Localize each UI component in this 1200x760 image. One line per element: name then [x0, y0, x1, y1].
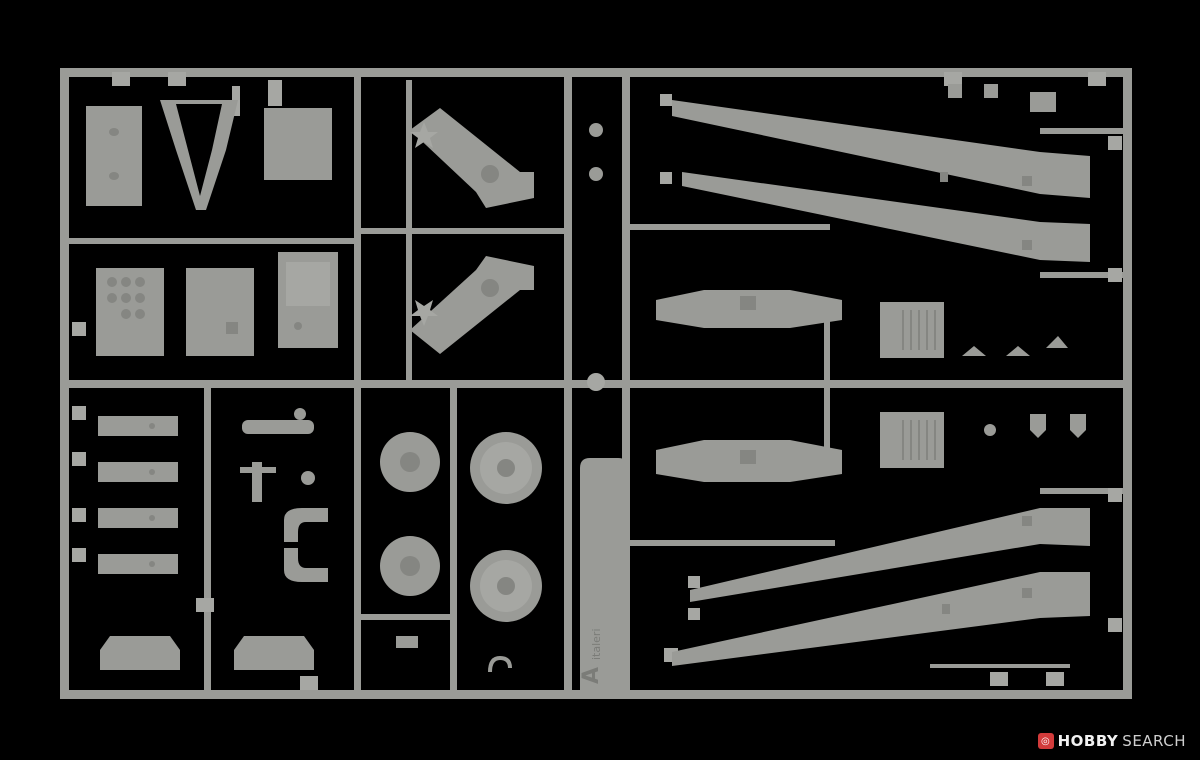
hobbysearch-watermark: ◎ HOBBY SEARCH — [1037, 732, 1186, 750]
wheel-parts — [380, 432, 542, 622]
grille-parts — [880, 84, 1086, 468]
watermark-brand-primary: HOBBY — [1057, 732, 1119, 750]
sprue-tag-letter: A — [579, 667, 604, 684]
frame-tabs — [72, 72, 1122, 690]
sprue-frame — [60, 68, 1132, 699]
watermark-logo-icon: ◎ — [1037, 733, 1054, 749]
link-plate-parts — [98, 416, 314, 670]
sprue-tag: A italeri — [579, 458, 628, 690]
panel-parts-top-left — [86, 100, 338, 356]
star-arm-parts — [410, 108, 605, 391]
long-beam-parts — [672, 100, 1090, 668]
mechanism-parts — [240, 408, 512, 673]
bogie-parts — [656, 290, 842, 482]
sprue-brand-mark: italeri — [590, 628, 603, 660]
watermark-brand-secondary: SEARCH — [1122, 732, 1186, 750]
